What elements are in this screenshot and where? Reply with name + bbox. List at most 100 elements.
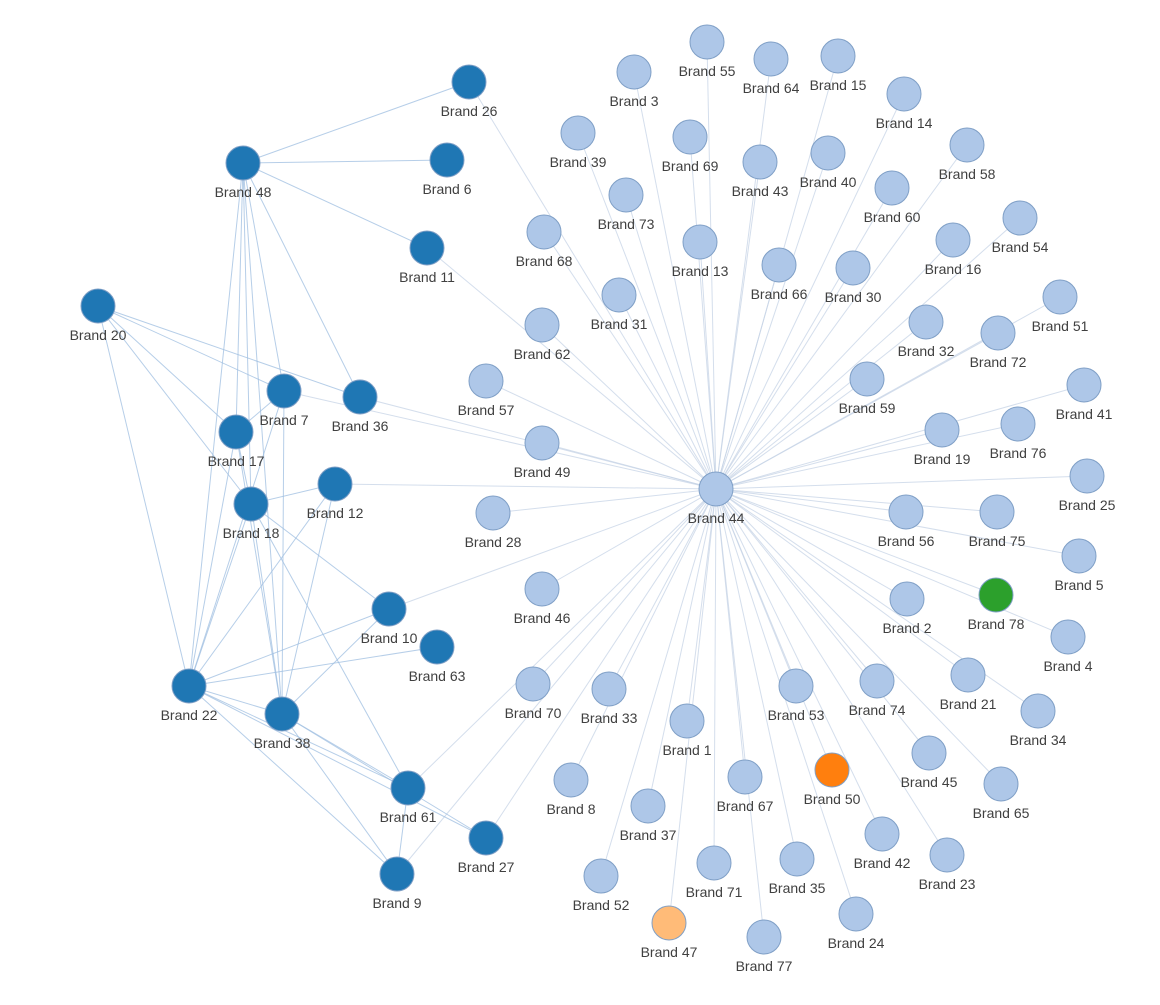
node-circle[interactable]: [171, 668, 207, 704]
node-circle[interactable]: [682, 224, 718, 260]
node-circle[interactable]: [1069, 458, 1105, 494]
node-brand-78[interactable]: Brand 78: [968, 577, 1025, 632]
node-circle[interactable]: [560, 115, 596, 151]
node-circle[interactable]: [630, 788, 666, 824]
node-circle[interactable]: [524, 425, 560, 461]
node-circle[interactable]: [908, 304, 944, 340]
node-circle[interactable]: [601, 277, 637, 313]
node-circle[interactable]: [979, 494, 1015, 530]
node-brand-4[interactable]: Brand 4: [1043, 619, 1093, 674]
node-circle[interactable]: [1050, 619, 1086, 655]
node-circle[interactable]: [379, 856, 415, 892]
node-circle[interactable]: [429, 142, 465, 178]
node-brand-63[interactable]: Brand 63: [409, 629, 466, 684]
node-circle[interactable]: [983, 766, 1019, 802]
node-brand-24[interactable]: Brand 24: [828, 896, 885, 951]
node-brand-61[interactable]: Brand 61: [380, 770, 437, 825]
node-circle[interactable]: [886, 76, 922, 112]
node-brand-23[interactable]: Brand 23: [919, 837, 976, 892]
node-circle[interactable]: [778, 668, 814, 704]
node-brand-27[interactable]: Brand 27: [458, 820, 515, 875]
node-circle[interactable]: [742, 144, 778, 180]
node-circle[interactable]: [233, 486, 269, 522]
node-circle[interactable]: [950, 657, 986, 693]
node-circle[interactable]: [524, 307, 560, 343]
node-circle[interactable]: [80, 288, 116, 324]
node-brand-25[interactable]: Brand 25: [1059, 458, 1116, 513]
node-brand-21[interactable]: Brand 21: [940, 657, 997, 712]
node-brand-38[interactable]: Brand 38: [254, 696, 311, 751]
node-circle[interactable]: [419, 629, 455, 665]
node-brand-71[interactable]: Brand 71: [686, 845, 743, 900]
node-brand-58[interactable]: Brand 58: [939, 127, 996, 182]
node-brand-13[interactable]: Brand 13: [672, 224, 729, 279]
node-brand-30[interactable]: Brand 30: [825, 250, 882, 305]
node-circle[interactable]: [608, 177, 644, 213]
node-brand-34[interactable]: Brand 34: [1010, 693, 1067, 748]
node-brand-43[interactable]: Brand 43: [732, 144, 789, 199]
node-brand-17[interactable]: Brand 17: [208, 414, 265, 469]
node-circle[interactable]: [746, 919, 782, 955]
node-circle[interactable]: [475, 495, 511, 531]
node-circle[interactable]: [1002, 200, 1038, 236]
node-circle[interactable]: [1000, 406, 1036, 442]
node-brand-53[interactable]: Brand 53: [768, 668, 825, 723]
node-brand-12[interactable]: Brand 12: [307, 466, 364, 521]
node-circle[interactable]: [526, 214, 562, 250]
node-brand-8[interactable]: Brand 8: [546, 762, 596, 817]
node-brand-75[interactable]: Brand 75: [969, 494, 1026, 549]
node-brand-47[interactable]: Brand 47: [641, 905, 698, 960]
node-brand-20[interactable]: Brand 20: [70, 288, 127, 343]
node-brand-9[interactable]: Brand 9: [372, 856, 422, 911]
node-circle[interactable]: [978, 577, 1014, 613]
node-brand-73[interactable]: Brand 73: [598, 177, 655, 232]
node-circle[interactable]: [451, 64, 487, 100]
node-circle[interactable]: [669, 703, 705, 739]
node-brand-54[interactable]: Brand 54: [992, 200, 1049, 255]
node-circle[interactable]: [924, 412, 960, 448]
node-circle[interactable]: [838, 896, 874, 932]
node-circle[interactable]: [371, 591, 407, 627]
node-brand-35[interactable]: Brand 35: [769, 841, 826, 896]
node-circle[interactable]: [727, 759, 763, 795]
node-brand-22[interactable]: Brand 22: [161, 668, 218, 723]
node-circle[interactable]: [266, 373, 302, 409]
node-circle[interactable]: [849, 361, 885, 397]
node-brand-6[interactable]: Brand 6: [422, 142, 472, 197]
node-circle[interactable]: [515, 666, 551, 702]
node-brand-50[interactable]: Brand 50: [804, 752, 861, 807]
node-brand-76[interactable]: Brand 76: [990, 406, 1047, 461]
node-brand-64[interactable]: Brand 64: [743, 41, 800, 96]
node-circle[interactable]: [859, 663, 895, 699]
node-brand-51[interactable]: Brand 51: [1032, 279, 1089, 334]
node-circle[interactable]: [889, 581, 925, 617]
node-circle[interactable]: [935, 222, 971, 258]
node-brand-52[interactable]: Brand 52: [573, 858, 630, 913]
node-brand-15[interactable]: Brand 15: [810, 38, 867, 93]
node-brand-37[interactable]: Brand 37: [620, 788, 677, 843]
node-brand-70[interactable]: Brand 70: [505, 666, 562, 721]
node-brand-56[interactable]: Brand 56: [878, 494, 935, 549]
node-circle[interactable]: [583, 858, 619, 894]
node-circle[interactable]: [264, 696, 300, 732]
node-brand-31[interactable]: Brand 31: [591, 277, 648, 332]
node-brand-77[interactable]: Brand 77: [736, 919, 793, 974]
node-circle[interactable]: [524, 571, 560, 607]
node-brand-2[interactable]: Brand 2: [882, 581, 932, 636]
node-brand-68[interactable]: Brand 68: [516, 214, 573, 269]
node-circle[interactable]: [911, 735, 947, 771]
node-circle[interactable]: [929, 837, 965, 873]
node-brand-7[interactable]: Brand 7: [259, 373, 309, 428]
node-brand-32[interactable]: Brand 32: [898, 304, 955, 359]
node-circle[interactable]: [864, 816, 900, 852]
node-brand-65[interactable]: Brand 65: [973, 766, 1030, 821]
node-circle[interactable]: [218, 414, 254, 450]
node-brand-28[interactable]: Brand 28: [465, 495, 522, 550]
node-brand-59[interactable]: Brand 59: [839, 361, 896, 416]
node-circle[interactable]: [672, 119, 708, 155]
node-brand-16[interactable]: Brand 16: [925, 222, 982, 277]
node-circle[interactable]: [468, 363, 504, 399]
node-brand-18[interactable]: Brand 18: [223, 486, 280, 541]
node-brand-41[interactable]: Brand 41: [1056, 367, 1113, 422]
node-brand-74[interactable]: Brand 74: [849, 663, 906, 718]
